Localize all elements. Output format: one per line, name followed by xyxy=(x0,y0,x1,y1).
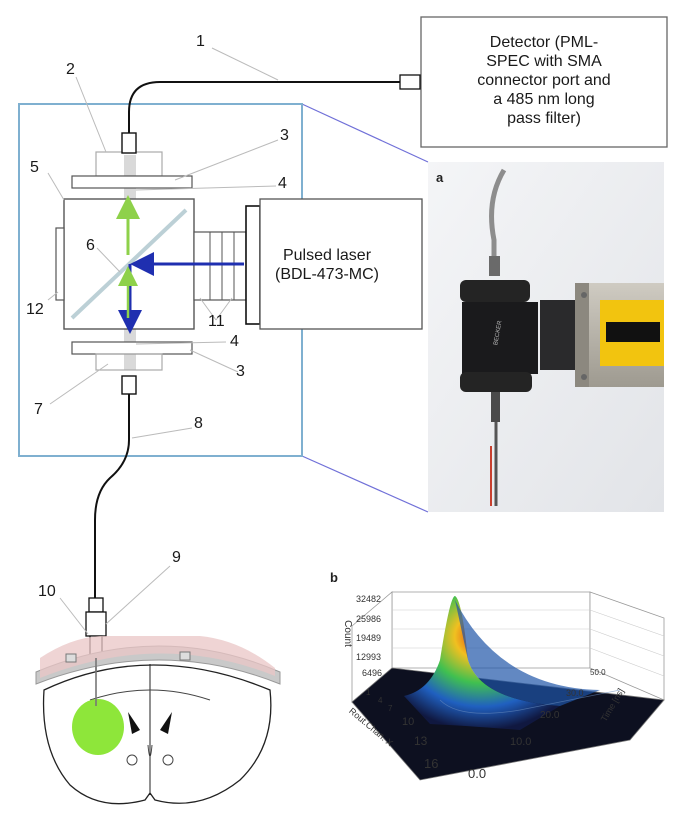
chart-peak xyxy=(404,596,560,730)
callout-5: 5 xyxy=(30,159,39,176)
laser-flange xyxy=(245,205,261,325)
fiber-8 xyxy=(94,394,130,598)
photo-panel xyxy=(428,162,664,512)
laser-line-1: Pulsed laser xyxy=(282,247,372,264)
lesion xyxy=(72,699,124,755)
skin xyxy=(40,636,275,678)
photo-holder-bottom xyxy=(460,372,532,392)
chart-xtick-3: 7 xyxy=(388,704,393,713)
top-filter xyxy=(71,175,193,189)
chart-xtick-5: 13 xyxy=(414,734,428,748)
callout-11: 11 xyxy=(208,313,225,330)
callout-4-bottom: 4 xyxy=(230,333,239,350)
chart-zlabel: Count xyxy=(341,620,353,647)
chart-ztick-2: 25986 xyxy=(356,614,382,624)
zoom-line-top xyxy=(301,103,429,163)
detector-box xyxy=(420,16,668,148)
chart-ztick-4: 12993 xyxy=(356,652,382,662)
callout-8: 8 xyxy=(194,415,203,432)
callout-3-top: 3 xyxy=(280,127,289,144)
lens-stack xyxy=(193,231,247,301)
panel-label-b: b xyxy=(330,570,338,585)
photo-holder-top xyxy=(460,280,530,302)
chart-ytick-5: 50.0 xyxy=(590,668,606,677)
photo-cube xyxy=(462,302,538,374)
detector-line-1: Detector (PML- xyxy=(489,34,599,51)
chart-ztick-5: 6496 xyxy=(362,668,383,678)
fiber-1 xyxy=(128,81,400,133)
callout-3-bottom: 3 xyxy=(236,363,245,380)
callout-12: 12 xyxy=(26,301,44,318)
bottom-holder xyxy=(95,353,163,371)
laser-label: Pulsed laser (BDL-473-MC) xyxy=(262,246,392,284)
photo-sma-bottom xyxy=(491,392,500,422)
chart-xtick-4: 10 xyxy=(402,716,415,728)
bottom-filter xyxy=(71,341,193,355)
laser-line-2: (BDL-473-MC) xyxy=(274,266,379,283)
bottom-collimator xyxy=(121,375,137,395)
chart-ytick-2: 10.0 xyxy=(510,736,532,748)
detector-line-4: a 485 nm long xyxy=(493,91,595,108)
panel-label-a: a xyxy=(436,170,444,185)
chart-ztick-1: 32482 xyxy=(356,594,382,604)
top-collimator xyxy=(121,132,137,154)
detector-line-3: connector port and xyxy=(477,72,611,89)
callout-7: 7 xyxy=(34,401,43,418)
photo-fiber-top xyxy=(489,168,507,262)
chart-xtick-6: 16 xyxy=(424,756,439,771)
laser-box xyxy=(259,198,423,330)
chart-xtick-1: 1 xyxy=(366,688,371,697)
cannula-holder xyxy=(85,611,107,637)
zoom-line-bottom xyxy=(301,455,429,513)
callout-10: 10 xyxy=(38,583,56,600)
chart-ytick-4: 30.0 xyxy=(566,688,584,698)
chart-ztick-3: 19489 xyxy=(356,633,382,643)
detector-line-5: pass filter) xyxy=(507,110,581,127)
callout-4-top: 4 xyxy=(278,175,287,192)
detector-line-2: SPEC with SMA xyxy=(486,53,602,70)
callout-6: 6 xyxy=(86,237,95,254)
detector-label: Detector (PML- SPEC with SMA connector p… xyxy=(421,33,667,128)
side-filter-12 xyxy=(55,227,65,301)
callout-9: 9 xyxy=(172,549,181,566)
skull-screw-left xyxy=(65,653,77,663)
callout-1: 1 xyxy=(196,33,205,50)
chart-ytick-1: 0.0 xyxy=(468,766,487,781)
photo-sma-top xyxy=(489,256,500,276)
callout-2: 2 xyxy=(66,61,75,78)
chart-panel xyxy=(351,591,665,781)
chart-ytick-3: 20.0 xyxy=(540,710,560,721)
sma-connector xyxy=(399,74,421,90)
chart-xtick-2: 4 xyxy=(378,696,383,705)
ferrule xyxy=(88,597,104,613)
skull-screw-right xyxy=(179,651,191,661)
photo-lens-tube xyxy=(540,300,576,370)
